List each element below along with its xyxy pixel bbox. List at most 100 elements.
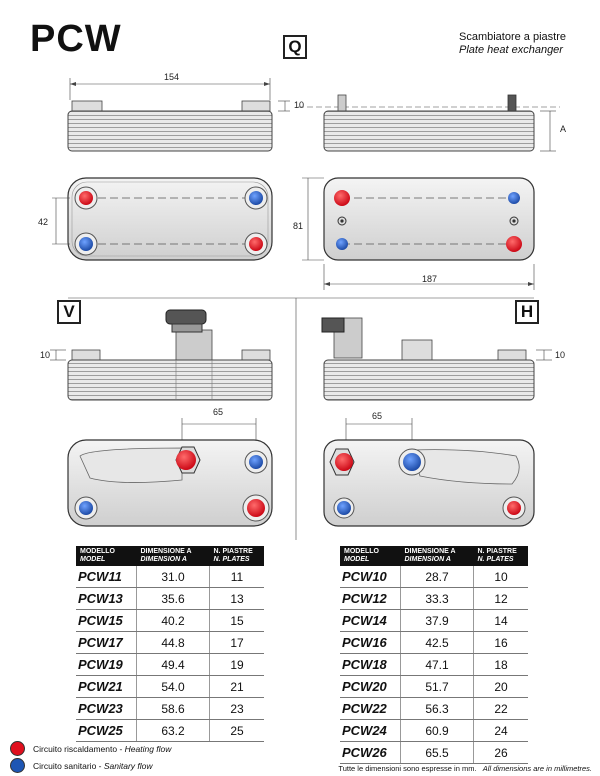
- view-label-h: H: [515, 300, 539, 324]
- plates-cell: 20: [473, 675, 528, 698]
- dimension-cell: 37.9: [400, 609, 474, 632]
- subtitle: Scambiatore a piastre Plate heat exchang…: [459, 31, 566, 57]
- legend-heating: Circuito riscaldamento - Heating flow: [10, 741, 171, 756]
- heating-port-icon: [335, 453, 353, 471]
- model-cell: PCW21: [76, 675, 137, 698]
- plates-cell: 18: [473, 653, 528, 676]
- sanitary-port-icon: [403, 453, 421, 471]
- model-cell: PCW24: [340, 719, 401, 742]
- plates-cell: 19: [209, 653, 264, 676]
- model-cell: PCW25: [76, 719, 137, 742]
- dimension-cell: 60.9: [400, 719, 474, 742]
- heating-port-icon: [334, 190, 350, 206]
- sanitary-port-icon: [249, 191, 263, 205]
- dimension-label: 65: [213, 407, 224, 417]
- view-label-v: V: [57, 300, 81, 324]
- plates-cell: 22: [473, 697, 528, 720]
- heating-dot-icon: [10, 741, 25, 756]
- dimension-cell: 42.5: [400, 631, 474, 654]
- dimension-cell: 58.6: [136, 697, 210, 720]
- dimension-label: 81: [293, 221, 304, 231]
- side-view-h: [321, 317, 552, 401]
- model-cell: PCW18: [340, 653, 401, 676]
- page-title: PCW: [30, 18, 122, 60]
- dimension-label: 65: [372, 411, 383, 421]
- legend-sanitary: Circuito sanitario - Sanitary flow: [10, 758, 153, 773]
- dimension-cell: 28.7: [400, 566, 474, 588]
- dimension-cell: 33.3: [400, 587, 474, 610]
- dimension-label: 10: [294, 100, 305, 110]
- sanitary-port-icon: [79, 237, 93, 251]
- dimension-label: 42: [38, 217, 49, 227]
- model-cell: PCW23: [76, 697, 137, 720]
- side-view-top-right: [298, 94, 560, 152]
- dimension-label: 187: [422, 274, 438, 284]
- dimension-cell: 47.1: [400, 653, 474, 676]
- subtitle-english: Plate heat exchanger: [459, 44, 563, 56]
- plates-cell: 17: [209, 631, 264, 654]
- model-cell: PCW15: [76, 609, 137, 632]
- plates-cell: 26: [473, 741, 528, 764]
- dimension-label: 10: [555, 350, 566, 360]
- dimension-cell: 65.5: [400, 741, 474, 764]
- sanitary-port-icon: [337, 501, 351, 515]
- plates-cell: 14: [473, 609, 528, 632]
- plates-cell: 13: [209, 587, 264, 610]
- front-view-h: [323, 418, 535, 527]
- heating-port-icon: [247, 499, 265, 517]
- model-cell: PCW17: [76, 631, 137, 654]
- model-cell: PCW13: [76, 587, 137, 610]
- dimension-cell: 49.4: [136, 653, 210, 676]
- model-cell: PCW11: [76, 566, 137, 588]
- plates-cell: 15: [209, 609, 264, 632]
- model-cell: PCW12: [340, 587, 401, 610]
- plates-cell: 16: [473, 631, 528, 654]
- plates-cell: 12: [473, 587, 528, 610]
- plates-cell: 10: [473, 566, 528, 588]
- plates-cell: 24: [473, 719, 528, 742]
- dimension-cell: 35.6: [136, 587, 210, 610]
- plates-cell: 21: [209, 675, 264, 698]
- heating-port-icon: [79, 191, 93, 205]
- sanitary-port-icon: [249, 455, 263, 469]
- footnote: Tutte le dimensioni sono espresse in mm.…: [338, 764, 592, 773]
- dimension-cell: 54.0: [136, 675, 210, 698]
- legend-heating-label: Circuito riscaldamento - Heating flow: [33, 743, 172, 754]
- model-cell: PCW26: [340, 741, 401, 764]
- sanitary-dot-icon: [10, 758, 25, 773]
- side-view-top-left: [67, 78, 290, 152]
- dimension-label: 10: [40, 350, 51, 360]
- dimension-cell: 51.7: [400, 675, 474, 698]
- heating-port-icon: [249, 237, 263, 251]
- model-cell: PCW16: [340, 631, 401, 654]
- model-cell: PCW19: [76, 653, 137, 676]
- model-cell: PCW20: [340, 675, 401, 698]
- view-label-q: Q: [283, 35, 307, 59]
- dimension-cell: 31.0: [136, 566, 210, 588]
- heating-port-icon: [507, 501, 521, 515]
- sanitary-port-icon: [336, 238, 348, 250]
- plates-cell: 23: [209, 697, 264, 720]
- plates-cell: 25: [209, 719, 264, 742]
- model-cell: PCW14: [340, 609, 401, 632]
- technical-drawing: [50, 78, 560, 540]
- front-view-v: [67, 418, 273, 527]
- sanitary-port-icon: [79, 501, 93, 515]
